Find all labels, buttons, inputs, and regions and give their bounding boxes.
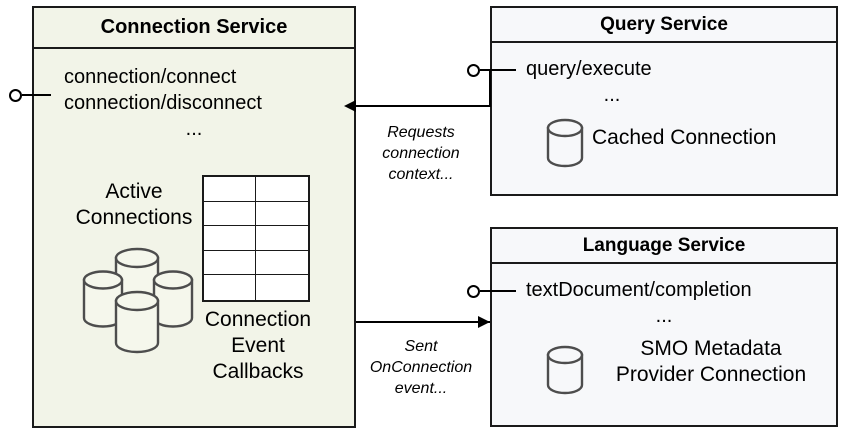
table-grid-icon — [202, 175, 310, 302]
interface-stick — [22, 94, 51, 96]
operation-textdocument-completion: textDocument/completion — [526, 279, 752, 301]
component-language-service[interactable]: Language Service textDocument/completion… — [490, 227, 838, 427]
grid-cell — [256, 275, 308, 300]
interface-stick — [480, 69, 516, 71]
active-connections-label: Active Connections — [75, 180, 193, 229]
connection-service-body: connection/connect connection/disconnect… — [34, 49, 354, 426]
grid-cell — [204, 250, 256, 276]
connector-query-vertical-segment — [489, 71, 491, 107]
grid-cell — [204, 275, 256, 300]
connection-service-title: Connection Service — [34, 8, 354, 49]
component-query-service[interactable]: Query Service query/execute ... Cached C… — [490, 6, 838, 196]
language-service-provided-interface-lollipop[interactable] — [467, 281, 516, 301]
grid-cell — [256, 226, 308, 251]
grid-cell — [256, 202, 308, 227]
connector-query-horizontal-segment — [356, 105, 490, 107]
operation-connection-connect: connection/connect — [64, 66, 237, 88]
query-service-title: Query Service — [492, 8, 836, 43]
interface-stick — [480, 290, 516, 292]
operation-connection-disconnect: connection/disconnect — [64, 92, 262, 114]
connection-event-callbacks-label: Connection Event Callbacks — [204, 308, 312, 383]
grid-cell — [204, 201, 256, 227]
grid-cell — [256, 177, 308, 202]
connector-query-arrowhead — [344, 100, 356, 112]
language-service-title: Language Service — [492, 229, 836, 264]
grid-cell — [204, 226, 256, 251]
query-service-body: query/execute ... Cached Connection — [492, 43, 836, 194]
database-icon — [546, 118, 584, 168]
connector-language-label: Sent OnConnection event... — [369, 338, 473, 397]
grid-cell — [256, 251, 308, 276]
interface-ball-icon — [9, 88, 22, 102]
interface-ball-icon — [467, 63, 480, 77]
cached-connection-label: Cached Connection — [592, 126, 777, 149]
language-service-ellipsis: ... — [655, 305, 673, 327]
connection-service-provided-interface-lollipop[interactable] — [9, 85, 51, 105]
connector-language-horizontal-segment — [356, 321, 490, 323]
operation-query-execute: query/execute — [526, 58, 652, 80]
connection-service-ellipsis: ... — [185, 118, 203, 140]
database-icon — [546, 345, 584, 395]
smo-metadata-provider-connection-label: SMO Metadata Provider Connection — [615, 337, 807, 386]
query-service-provided-interface-lollipop[interactable] — [467, 60, 516, 80]
grid-cell — [204, 177, 256, 202]
interface-ball-icon — [467, 284, 480, 298]
language-service-body: textDocument/completion ... SMO Metadata… — [492, 264, 836, 425]
query-service-ellipsis: ... — [603, 84, 621, 106]
connector-query-label: Requests connection context... — [382, 124, 460, 183]
connector-language-arrowhead — [478, 316, 490, 328]
database-stack-icon — [82, 247, 194, 354]
component-connection-service[interactable]: Connection Service connection/connect co… — [32, 6, 356, 428]
